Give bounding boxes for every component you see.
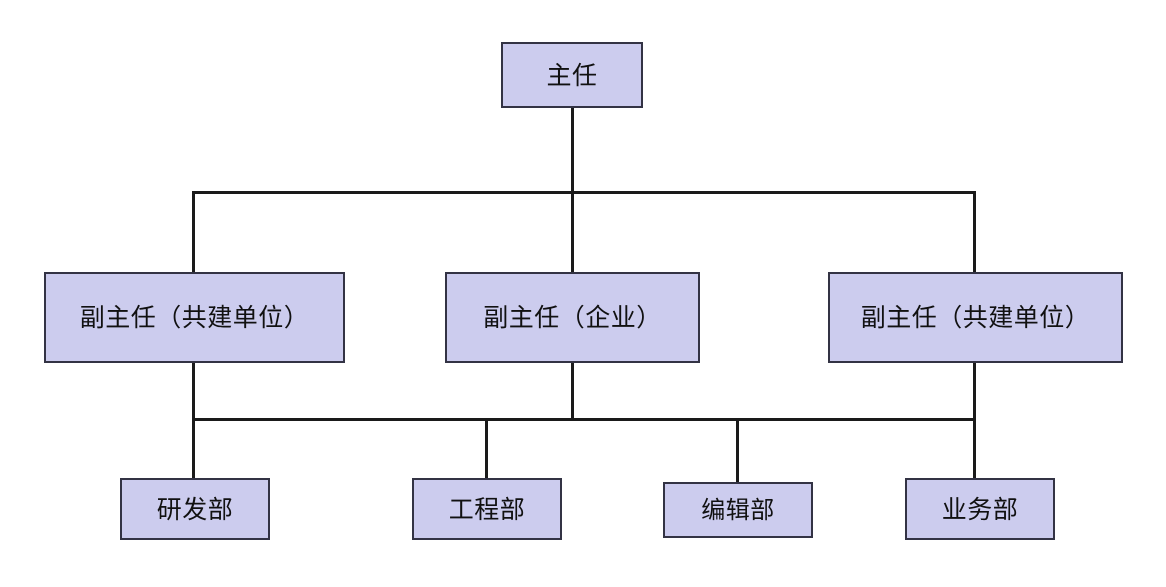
connector-drop-deputy-right bbox=[973, 191, 976, 274]
node-deputy-right-label: 副主任（共建单位） bbox=[860, 303, 1091, 332]
node-dept-editorial-label: 编辑部 bbox=[701, 496, 775, 524]
node-dept-rd-label: 研发部 bbox=[156, 494, 234, 524]
node-dept-editorial[interactable]: 编辑部 bbox=[663, 482, 813, 538]
node-deputy-left[interactable]: 副主任（共建单位） bbox=[44, 272, 345, 363]
connector-lower-bus bbox=[192, 418, 976, 421]
node-deputy-right[interactable]: 副主任（共建单位） bbox=[828, 272, 1123, 363]
node-director-label: 主任 bbox=[546, 60, 598, 90]
node-dept-engineering[interactable]: 工程部 bbox=[412, 478, 562, 540]
connector-drop-deputy-left bbox=[192, 191, 195, 274]
connector-director-stem bbox=[571, 107, 574, 274]
connector-drop-dept-engineering bbox=[485, 418, 488, 480]
node-deputy-center-label: 副主任（企业） bbox=[483, 303, 662, 332]
node-dept-business-label: 业务部 bbox=[941, 494, 1019, 524]
node-dept-business[interactable]: 业务部 bbox=[905, 478, 1055, 540]
node-director[interactable]: 主任 bbox=[501, 42, 643, 108]
connector-upper-bus bbox=[192, 191, 976, 194]
connector-drop-dept-business bbox=[973, 418, 976, 480]
connector-drop-dept-editorial bbox=[736, 418, 739, 484]
node-deputy-left-label: 副主任（共建单位） bbox=[79, 303, 310, 332]
node-dept-rd[interactable]: 研发部 bbox=[120, 478, 270, 540]
connector-drop-dept-rd bbox=[192, 418, 195, 480]
node-dept-engineering-label: 工程部 bbox=[448, 494, 526, 524]
connector-stem-deputy-right bbox=[973, 362, 976, 420]
node-deputy-center[interactable]: 副主任（企业） bbox=[445, 272, 700, 363]
connector-stem-deputy-left bbox=[192, 362, 195, 420]
connector-stem-deputy-center bbox=[571, 362, 574, 420]
